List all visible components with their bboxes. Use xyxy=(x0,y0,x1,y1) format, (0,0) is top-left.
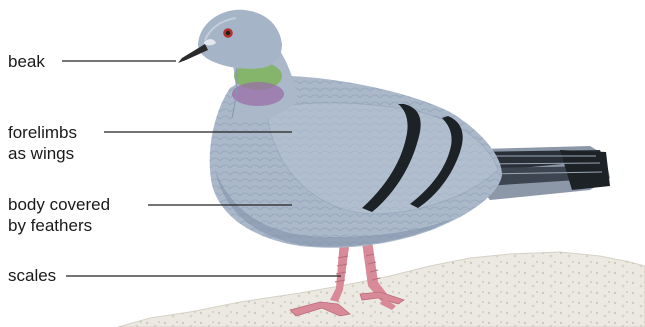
label-body-line1: body covered xyxy=(8,194,110,215)
label-beak: beak xyxy=(8,51,45,72)
label-forelimbs-line2: as wings xyxy=(8,143,77,164)
label-forelimbs-line1: forelimbs xyxy=(8,122,77,143)
label-scales-text: scales xyxy=(8,265,56,286)
label-body-line2: by feathers xyxy=(8,215,110,236)
label-forelimbs-as-wings: forelimbs as wings xyxy=(8,122,77,164)
label-scales: scales xyxy=(8,265,56,286)
head-neck xyxy=(178,10,298,121)
label-body-covered-by-feathers: body covered by feathers xyxy=(8,194,110,236)
label-beak-text: beak xyxy=(8,51,45,72)
